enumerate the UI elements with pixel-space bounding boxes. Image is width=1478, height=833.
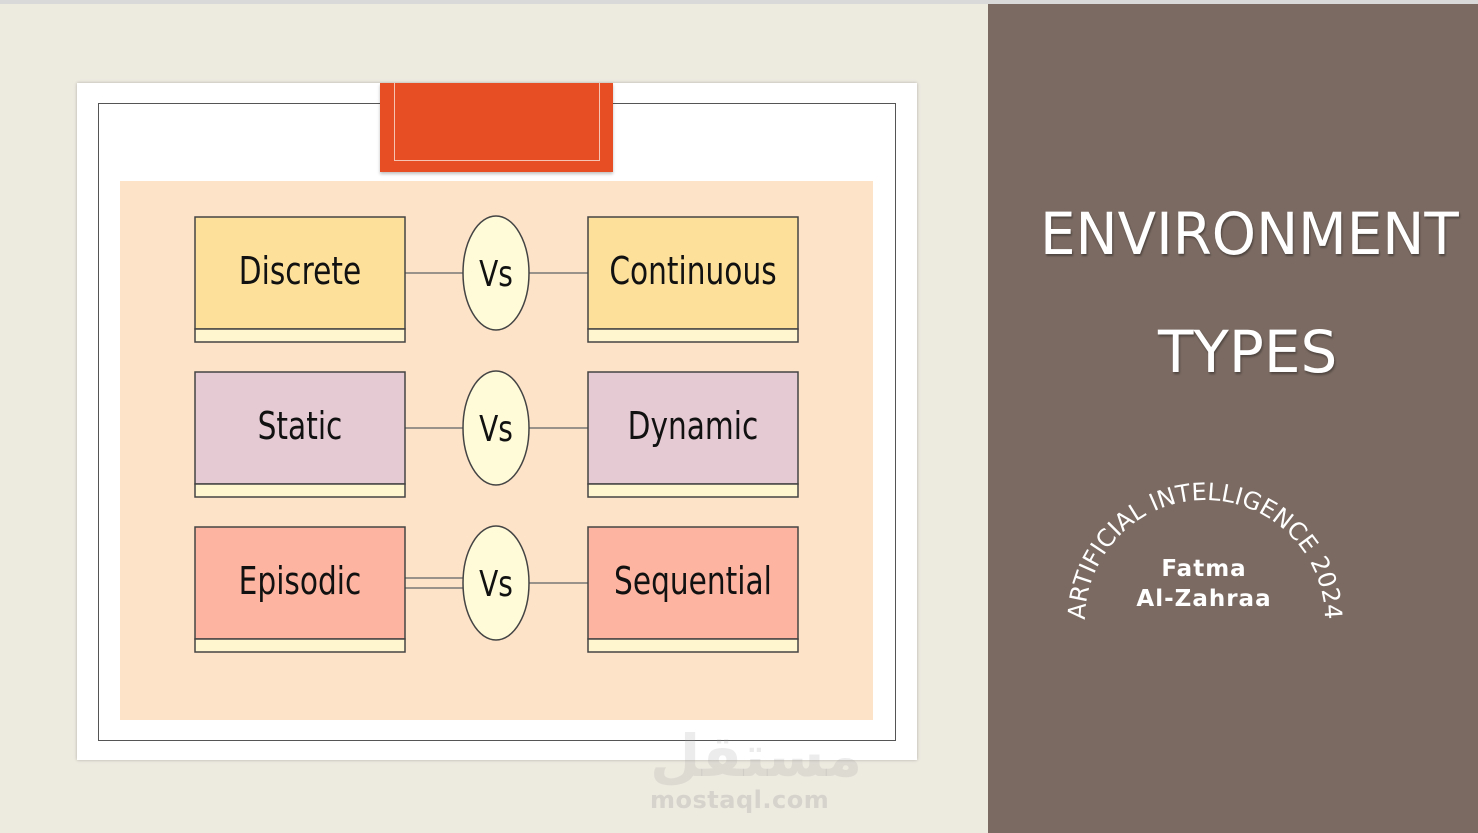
window-top-border [0,0,1478,4]
box-left-label: Static [258,404,343,449]
orange-tab-decoration [380,83,613,172]
orange-tab-inner-frame [394,83,600,161]
vs-label: Vs [479,408,513,450]
box-left-label: Episodic [239,559,362,604]
title-panel [988,4,1478,833]
box-left [194,216,406,330]
vs-circle [462,215,530,331]
vs-label: Vs [479,563,513,605]
vs-circle [462,370,530,486]
watermark-arabic-logo: مستقل [650,722,863,790]
box-right-strip [587,638,799,653]
box-right [587,216,799,330]
vs-label: Vs [479,253,513,295]
box-right-strip [587,483,799,498]
box-right-label: Dynamic [628,404,759,449]
box-left-strip [194,328,406,343]
box-right [587,526,799,640]
course-badge: ARTIFICIAL INTELLIGENCE 2024 [1063,478,1347,620]
box-right-label: Continuous [609,249,776,294]
author-first-name: Fatma [1161,556,1247,582]
slide-title-line-2: TYPES [1158,318,1338,386]
box-right-label: Sequential [614,559,772,604]
box-left-label: Discrete [239,249,361,294]
slide-title-line-1: ENVIRONMENT [1040,200,1459,268]
author-last-name: Al-Zahraa [1136,586,1272,612]
box-left [194,526,406,640]
watermark-text: mostaql.com [650,786,830,814]
box-left-strip [194,638,406,653]
box-right-strip [587,328,799,343]
vs-circle [462,525,530,641]
box-left-strip [194,483,406,498]
